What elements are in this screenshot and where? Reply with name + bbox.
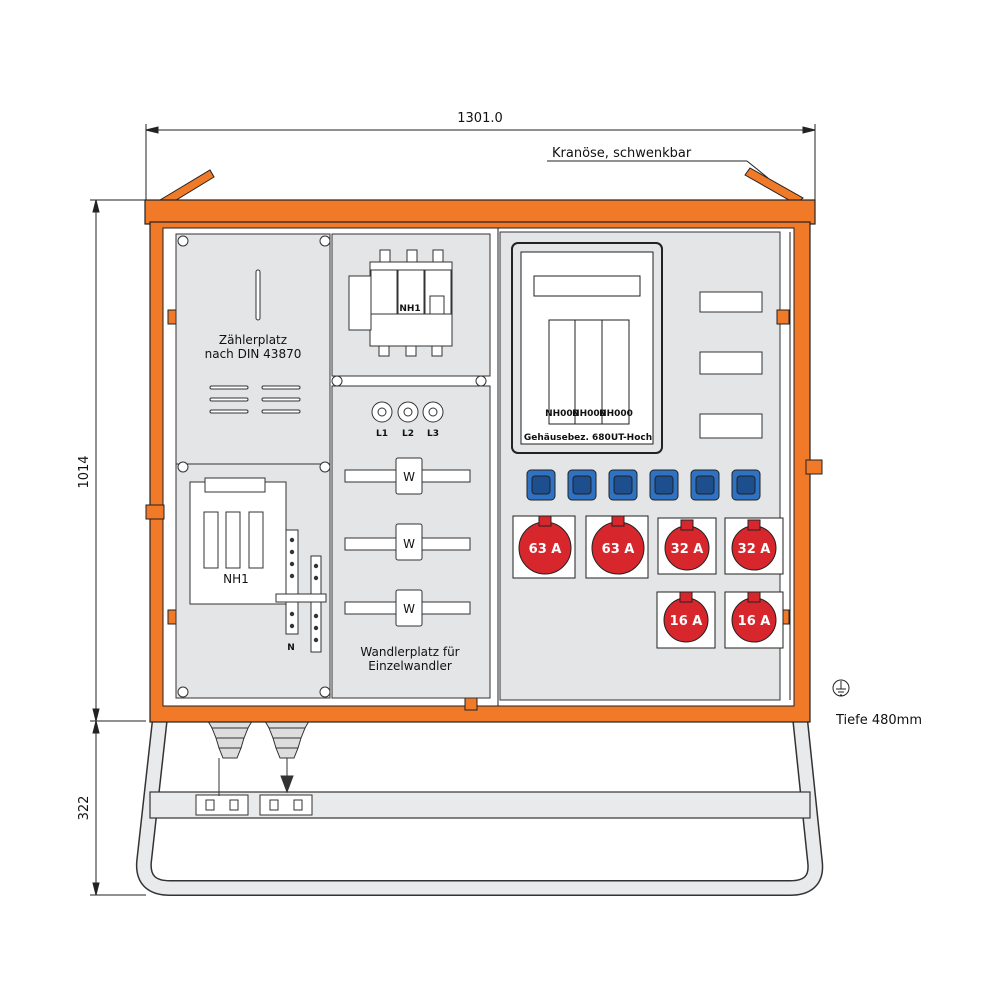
transformer-place-line2: Einzelwandler (368, 659, 452, 673)
schuko-socket-icon (567, 469, 597, 501)
height-dimension: 1014 (77, 455, 92, 488)
cee-sockets: 63 A 63 A 32 A 32 A 16 A 16 A (512, 515, 784, 649)
top-fuse-label: NH1 (399, 304, 420, 314)
fuse-label-l2: L2 (402, 429, 414, 439)
nh000-fuse-2: NH000 (572, 409, 606, 419)
meter-place-title: Zählerplatz (219, 333, 287, 347)
meter-panel (175, 233, 331, 699)
transformer-place-line1: Wandlerplatz für (360, 645, 459, 659)
depth-label: Tiefe 480mm (835, 713, 922, 728)
cee-socket-rating: 16 A (738, 614, 771, 629)
nh000-fuse-1: NH000 (545, 409, 579, 419)
neutral-label: N (287, 643, 295, 653)
transformer-1: W (403, 470, 415, 484)
main-switch-label: NH1 (223, 572, 249, 586)
phase-fuse-holders (371, 401, 444, 423)
schuko-socket-icon (526, 469, 556, 501)
schuko-socket-icon (731, 469, 761, 501)
meter-place-norm: nach DIN 43870 (205, 347, 302, 361)
width-dimension: 1301.0 (457, 111, 503, 126)
schuko-socket-icon (649, 469, 679, 501)
schuko-socket-icon (608, 469, 638, 501)
housing-note: Gehäusebez. 680UT-Hoch (524, 433, 652, 443)
fuse-label-l1: L1 (376, 429, 388, 439)
cee-socket: 16 A (656, 591, 716, 649)
cee-socket-rating: 63 A (602, 542, 635, 557)
schuko-socket-icon (690, 469, 720, 501)
main-switch-nh1 (189, 477, 287, 605)
dimension-lines (90, 124, 816, 896)
cee-socket: 16 A (724, 591, 784, 649)
neutral-rail (275, 529, 327, 653)
schuko-sockets (526, 469, 761, 501)
crane-eye-right (744, 167, 804, 205)
cable-clamps (195, 794, 313, 816)
cee-socket-rating: 32 A (738, 542, 771, 557)
transformer-3: W (403, 602, 415, 616)
top-fuse-switch (348, 249, 453, 357)
frame-height-dimension: 322 (77, 796, 92, 821)
cee-socket-rating: 32 A (671, 542, 704, 557)
rail-screws (289, 537, 319, 643)
fuse-label-l3: L3 (427, 429, 439, 439)
cable-glands (204, 715, 313, 796)
transformer-slots (344, 457, 471, 627)
cee-socket: 32 A (657, 517, 717, 575)
nh000-fuse-3: NH000 (599, 409, 633, 419)
cee-socket: 63 A (585, 515, 649, 579)
transformer-2: W (403, 537, 415, 551)
cee-socket: 63 A (512, 515, 576, 579)
cee-socket-rating: 63 A (529, 542, 562, 557)
cee-socket: 32 A (724, 517, 784, 575)
nh000-enclosure (511, 242, 663, 454)
crane-eye-label: Kranöse, schwenkbar (552, 146, 692, 161)
cee-socket-rating: 16 A (670, 614, 703, 629)
breaker-rows (699, 291, 763, 439)
earth-symbol-icon (832, 679, 850, 697)
